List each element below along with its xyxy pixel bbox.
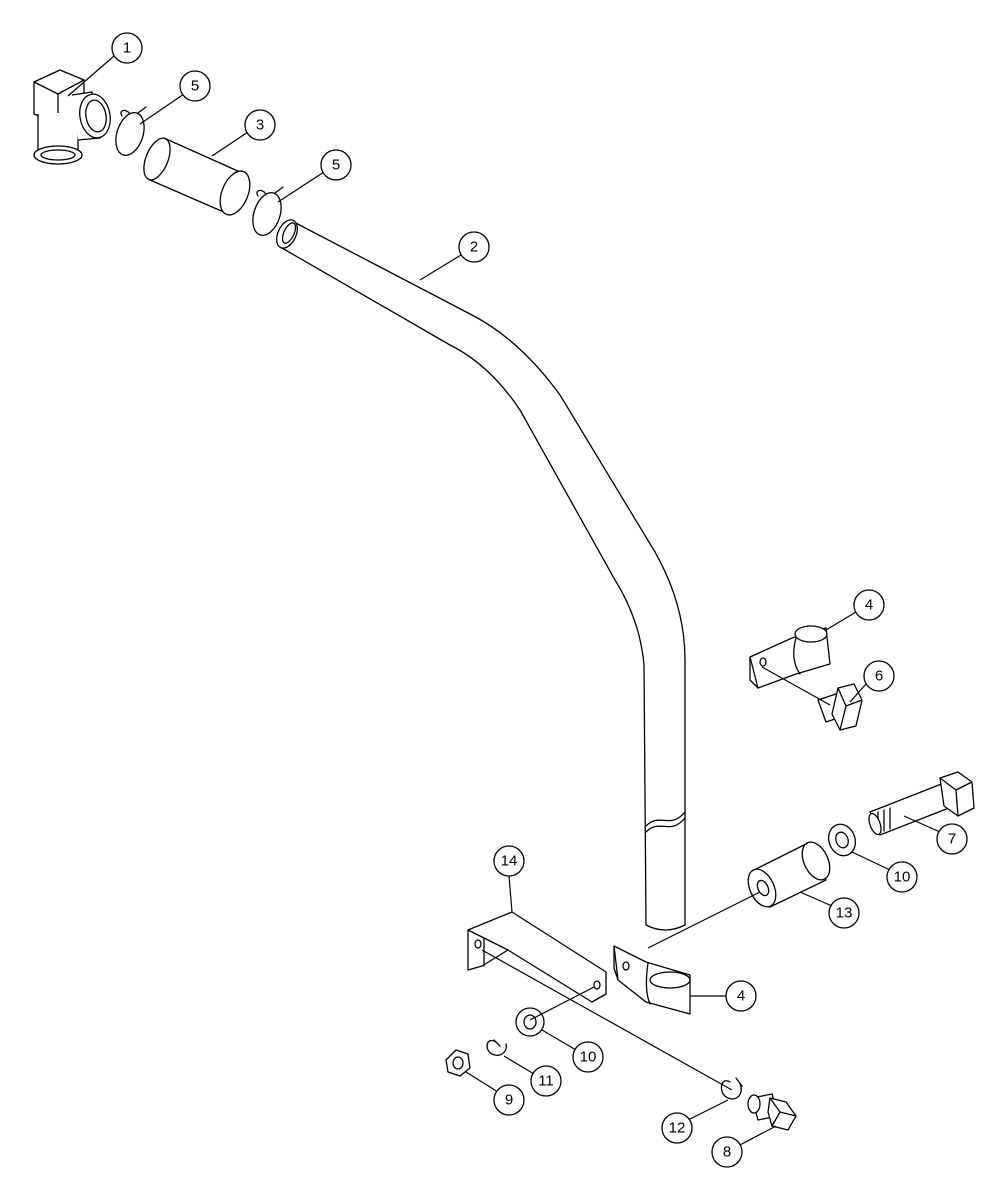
assembly-lines [481, 666, 831, 1091]
callout-6-circle [863, 660, 895, 692]
callout-2: 2 [470, 239, 478, 256]
callout-9-circle [493, 1084, 525, 1116]
part-14-l-bracket [467, 911, 607, 1003]
part-8-bolt [747, 1093, 797, 1131]
part-4-p-clamp-lower [613, 945, 691, 1015]
callout-10-upper: 10 [894, 869, 911, 886]
callout-13-circle [828, 897, 860, 929]
callout-5b-circle [320, 149, 352, 181]
part-12-lock-washer [720, 1077, 743, 1100]
part-5-hose-clamp-upper [115, 106, 147, 156]
callout-6: 6 [875, 668, 883, 685]
part-11-lock-washer [486, 1039, 507, 1056]
callout-4-upper: 4 [865, 597, 873, 614]
callout-14: 14 [501, 853, 518, 870]
part-13-spacer-bushing [747, 841, 831, 908]
part-2-bent-tube [276, 219, 686, 931]
part-6-bolt-small [817, 683, 863, 731]
callout-11: 11 [538, 1073, 554, 1090]
callout-5a-circle [179, 70, 211, 102]
callout-3-circle [244, 109, 276, 141]
callout-14-circle [493, 845, 525, 877]
callout-5-upper: 5 [191, 78, 199, 95]
callout-5-lower: 5 [332, 157, 340, 174]
part-10-washer-upper [827, 823, 857, 857]
callout-12: 12 [669, 1120, 686, 1137]
part-7-bolt-long [868, 771, 975, 836]
callout-13: 13 [836, 905, 853, 922]
part-1-elbow-fitting [33, 69, 111, 165]
callout-4b-circle [725, 980, 757, 1012]
callout-4-lower: 4 [737, 988, 745, 1005]
callout-1: 1 [123, 40, 131, 57]
callout-9: 9 [505, 1092, 513, 1109]
part-3-hose-sleeve [143, 137, 251, 216]
callout-12-circle [661, 1112, 693, 1144]
callout-10a-circle [886, 861, 918, 893]
callout-7-circle [936, 823, 968, 855]
callout-10-lower: 10 [580, 1049, 597, 1066]
part-10-washer-lower [515, 1007, 545, 1037]
part-4-p-clamp-upper [749, 625, 831, 689]
part-5-hose-clamp-lower [252, 186, 284, 236]
callouts: 1 5 3 5 2 4 6 7 10 13 14 4 [67, 32, 968, 1168]
callout-7: 7 [948, 831, 956, 848]
part-9-hex-nut [445, 1049, 471, 1077]
callout-8: 8 [723, 1144, 731, 1161]
callout-10b-circle [572, 1041, 604, 1073]
callout-3: 3 [256, 117, 264, 134]
callout-8-circle [711, 1136, 743, 1168]
callout-11-circle [530, 1065, 562, 1097]
callout-2-circle [458, 231, 490, 263]
callout-4a-circle [853, 589, 885, 621]
callout-1-circle [111, 32, 143, 64]
